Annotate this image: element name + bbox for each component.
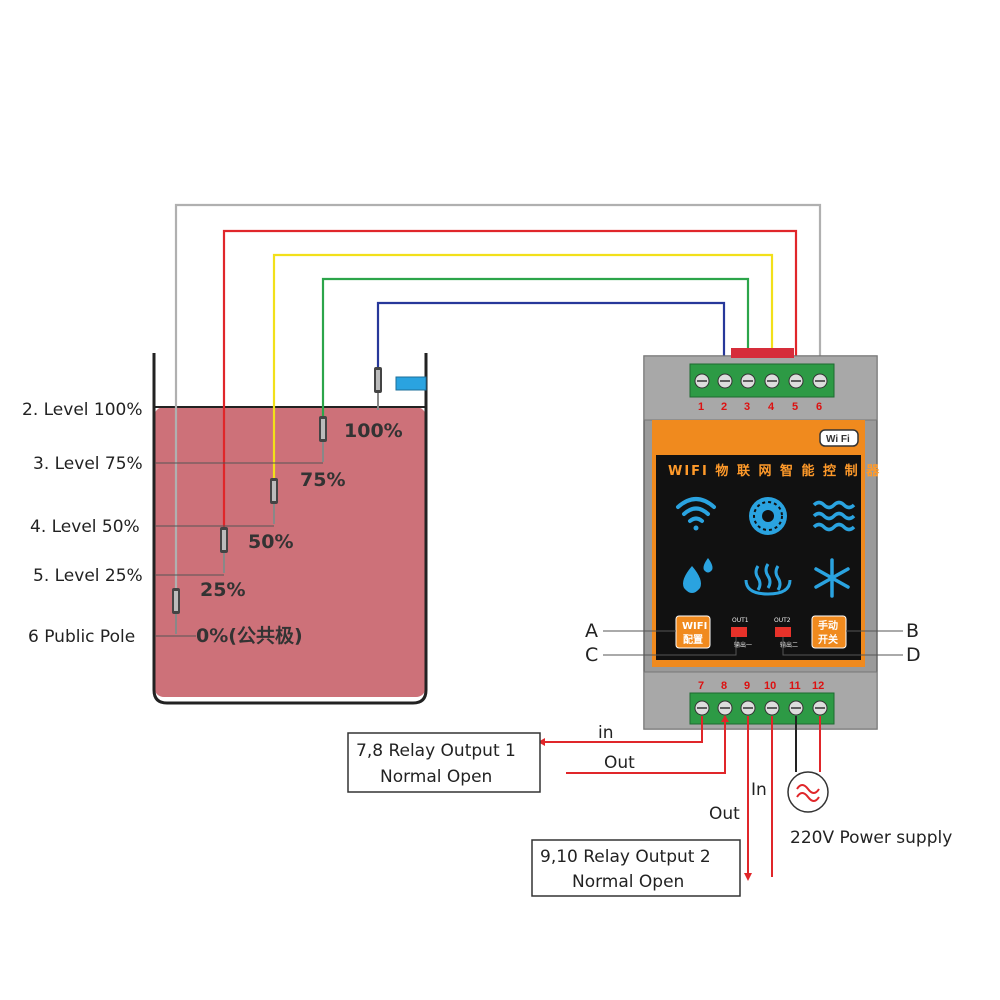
relay2-box xyxy=(531,839,741,897)
out1-sublabel: 输出一 xyxy=(734,641,752,649)
label-level75: 3. Level 75% xyxy=(33,454,143,474)
terminal-num-7: 7 xyxy=(698,680,704,692)
callout-b: B xyxy=(906,620,919,642)
top-terminal-block xyxy=(689,363,835,398)
probe-100 xyxy=(374,367,382,410)
terminal-num-5: 5 xyxy=(792,401,798,413)
label-public-pole: 6 Public Pole xyxy=(28,627,135,647)
terminal-num-10: 10 xyxy=(764,680,776,692)
terminal-num-12: 12 xyxy=(812,680,824,692)
wire-green xyxy=(321,277,750,418)
snowflake-icon xyxy=(814,558,850,598)
probe-75 xyxy=(319,416,327,462)
terminal-num-9: 9 xyxy=(744,680,750,692)
tank-outline xyxy=(152,353,428,705)
probe-label-25: 25% xyxy=(200,579,245,601)
manual-switch-button[interactable]: 手动 开关 xyxy=(811,615,847,649)
probe-label-75: 75% xyxy=(300,469,345,491)
relay2-out-label: Out xyxy=(709,804,740,824)
relay1-box xyxy=(347,732,541,793)
callout-a: A xyxy=(585,620,598,642)
wire-blue xyxy=(376,301,726,378)
relay1-in-arrow xyxy=(538,738,545,746)
wifi-config-line2: 配置 xyxy=(683,634,703,646)
top-terminal-screws xyxy=(694,373,828,389)
wifi-config-line1: WIFI xyxy=(682,621,707,632)
relay2-out-arrow xyxy=(744,873,752,881)
relay1-in-label: in xyxy=(598,723,614,743)
manual-switch-line1: 手动 xyxy=(818,619,838,632)
relay2-in-label: In xyxy=(751,780,767,800)
relay1-out-wire xyxy=(566,716,726,774)
out1-led xyxy=(731,627,747,637)
controller-title: WIFI 物 联 网 智 能 控 制 器 xyxy=(668,463,881,479)
terminal-num-2: 2 xyxy=(721,401,727,413)
gear-icon xyxy=(749,497,787,535)
callout-line-c xyxy=(603,637,737,656)
probe-label-50: 50% xyxy=(248,531,293,553)
waves-icon xyxy=(812,500,856,532)
terminal-num-6: 6 xyxy=(816,401,822,413)
controller-red-clip xyxy=(731,348,794,358)
out1-label: OUT1 xyxy=(732,617,749,624)
droplet-icon xyxy=(683,558,713,593)
probe-0 xyxy=(172,588,180,634)
terminal-num-4: 4 xyxy=(768,401,775,413)
water-fill xyxy=(154,407,426,697)
probe-50 xyxy=(270,478,278,524)
out2-label: OUT2 xyxy=(774,617,791,624)
callout-line-d xyxy=(782,637,903,656)
wire-yellow xyxy=(272,253,774,481)
probe-label-100: 100% xyxy=(344,420,403,442)
probe-label-0: 0%(公共极) xyxy=(196,624,303,647)
out2-led xyxy=(775,627,791,637)
relay1-in-wire xyxy=(545,716,703,743)
label-level50: 4. Level 50% xyxy=(30,517,140,537)
callout-c: C xyxy=(585,644,598,666)
heat-icon xyxy=(744,563,792,596)
relay1-subtitle: Normal Open xyxy=(380,767,492,787)
bottom-terminal-block xyxy=(689,692,835,725)
label-level25: 5. Level 25% xyxy=(33,566,143,586)
wire-grey xyxy=(174,203,822,600)
wifi-icon xyxy=(676,497,716,531)
inlet-pipe xyxy=(395,376,427,391)
out2-sublabel: 输出二 xyxy=(780,641,798,649)
relay1-out-label: Out xyxy=(604,753,635,773)
relay1-out-arrow xyxy=(721,715,729,722)
manual-switch-line2: 开关 xyxy=(818,633,838,646)
probe-25 xyxy=(220,527,228,573)
ac-source-icon xyxy=(787,771,829,813)
power-supply-label: 220V Power supply xyxy=(790,828,952,848)
terminal-num-11: 11 xyxy=(789,680,801,692)
relay1-title: 7,8 Relay Output 1 xyxy=(356,741,516,761)
relay2-subtitle: Normal Open xyxy=(572,872,684,892)
wifi-badge-text: Wi Fi xyxy=(826,434,850,445)
label-level100: 2. Level 100% xyxy=(22,400,143,420)
wifi-badge: Wi Fi xyxy=(819,429,859,447)
relay2-title: 9,10 Relay Output 2 xyxy=(540,847,711,867)
callout-d: D xyxy=(906,644,921,666)
terminal-num-8: 8 xyxy=(721,680,727,692)
wifi-config-button[interactable]: WIFI 配置 xyxy=(675,615,711,649)
wire-red xyxy=(222,229,798,530)
terminal-num-1: 1 xyxy=(698,401,704,413)
bottom-terminal-screws xyxy=(694,700,828,716)
terminal-num-3: 3 xyxy=(744,401,750,413)
